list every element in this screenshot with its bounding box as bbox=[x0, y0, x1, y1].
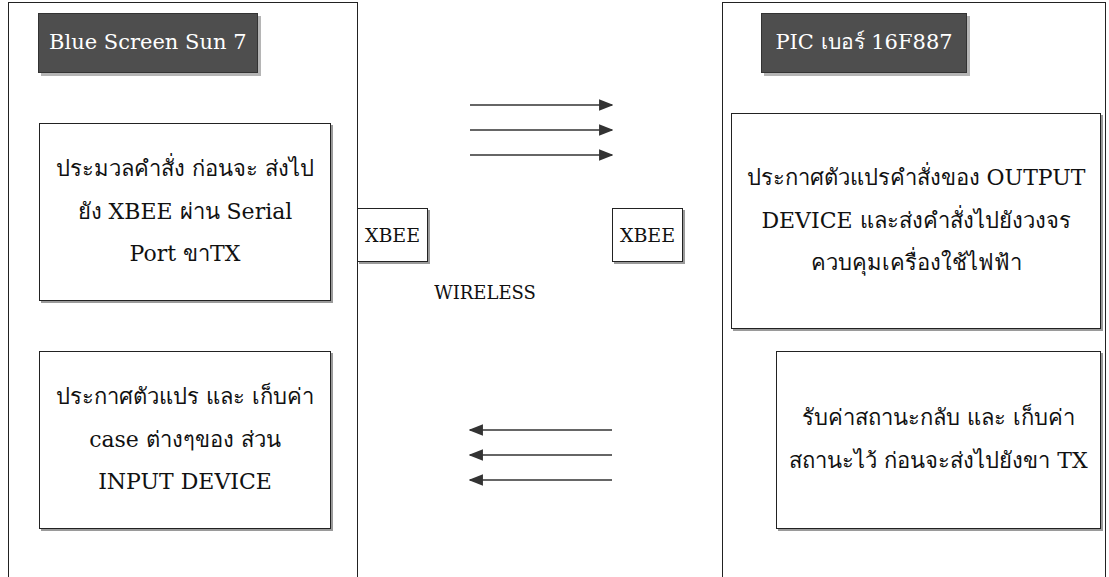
radio-module-box: XBEE bbox=[612, 208, 683, 262]
return-arrow bbox=[470, 479, 612, 481]
device-heading: PIC เบอร์ 16F887 bbox=[761, 13, 967, 73]
process-box: ประกาศตัวแปรคำสั่งของ OUTPUT DEVICE และส… bbox=[731, 113, 1101, 329]
process-box: ประมวลคำสั่ง ก่อนจะ ส่งไปยัง XBEE ผ่าน S… bbox=[39, 123, 331, 301]
box-text: XBEE bbox=[620, 224, 675, 247]
device-panel: PIC เบอร์ 16F887 ประกาศตัวแปรคำสั่งของ OU… bbox=[722, 2, 1106, 577]
box-text: XBEE bbox=[365, 224, 420, 247]
link-label: WIRELESS bbox=[431, 282, 539, 303]
return-arrow bbox=[470, 454, 612, 456]
box-text: ประกาศตัวแปร และ เก็บค่า case ต่างๆของ ส… bbox=[52, 376, 318, 505]
process-box: ประกาศตัวแปร และ เก็บค่า case ต่างๆของ ส… bbox=[39, 351, 331, 529]
send-arrow bbox=[470, 154, 612, 156]
process-box: รับค่าสถานะกลับ และ เก็บค่าสถานะไว้ ก่อน… bbox=[776, 351, 1101, 529]
radio-module-box: XBEE bbox=[357, 208, 428, 262]
box-text: รับค่าสถานะกลับ และ เก็บค่าสถานะไว้ ก่อน… bbox=[789, 397, 1088, 483]
send-arrow bbox=[470, 129, 612, 131]
return-arrows bbox=[470, 430, 612, 480]
send-arrow bbox=[470, 104, 612, 106]
device-heading: Blue Screen Sun 7 bbox=[38, 13, 258, 73]
device-panel: Blue Screen Sun 7 ประมวลคำสั่ง ก่อนจะ ส่ง… bbox=[8, 2, 358, 577]
box-text: ประกาศตัวแปรคำสั่งของ OUTPUT DEVICE และส… bbox=[744, 157, 1088, 286]
send-arrows bbox=[470, 105, 612, 155]
return-arrow bbox=[470, 429, 612, 431]
box-text: ประมวลคำสั่ง ก่อนจะ ส่งไปยัง XBEE ผ่าน S… bbox=[52, 148, 318, 277]
